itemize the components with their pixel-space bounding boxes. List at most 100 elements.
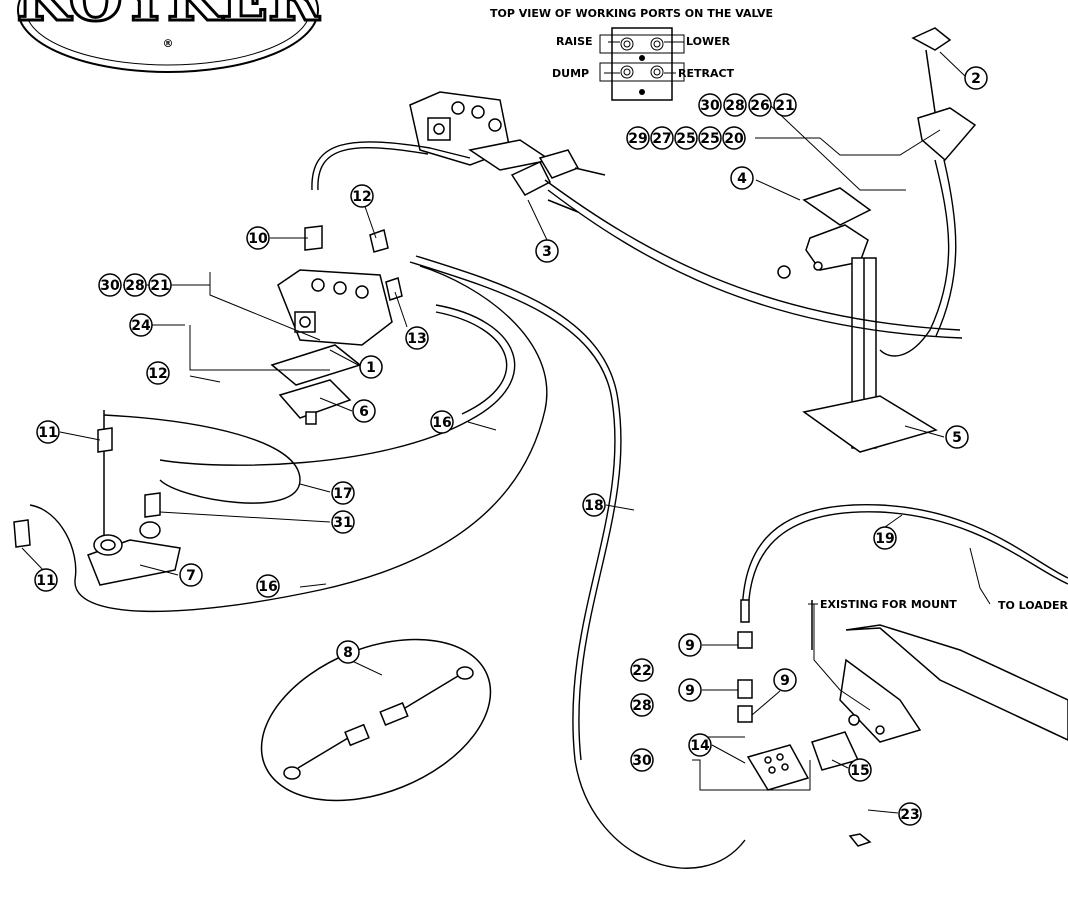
svg-text:11: 11	[36, 573, 55, 589]
callout-9: 9	[678, 633, 702, 657]
logo-text: KOYKER	[16, 0, 320, 35]
callout-30: 30	[698, 93, 722, 117]
callout-9: 9	[678, 678, 702, 702]
decal-assembly	[260, 638, 492, 802]
svg-text:28: 28	[725, 98, 744, 114]
callout-12: 12	[146, 361, 170, 385]
svg-text:1: 1	[366, 360, 376, 376]
callout-20: 20	[722, 126, 746, 150]
callout-25: 25	[674, 126, 698, 150]
svg-text:14: 14	[690, 738, 710, 754]
callout-13: 13	[405, 326, 429, 350]
logo-registered: ®	[163, 37, 174, 50]
callout-5: 5	[945, 425, 969, 449]
callout-4: 4	[730, 166, 754, 190]
callout-10: 10	[246, 226, 270, 250]
callout-16: 16	[430, 410, 454, 434]
svg-text:3: 3	[542, 244, 552, 260]
label-lower: LOWER	[686, 35, 731, 48]
svg-text:8: 8	[343, 645, 353, 661]
label-raise: RAISE	[556, 35, 593, 48]
left-valve-assembly	[270, 225, 403, 425]
svg-text:29: 29	[628, 131, 647, 147]
svg-text:9: 9	[685, 638, 695, 654]
svg-text:23: 23	[900, 807, 919, 823]
callout-16: 16	[256, 574, 280, 598]
callout-3: 3	[535, 239, 559, 263]
lower-right-assembly	[737, 599, 1068, 847]
callout-12: 12	[350, 184, 374, 208]
svg-text:13: 13	[407, 331, 426, 347]
svg-text:25: 25	[700, 131, 719, 147]
callout-23: 23	[898, 802, 922, 826]
callouts: 2 30 28 26 21 29 27 25 25 20 4 3 12 10 3…	[34, 66, 988, 826]
svg-text:22: 22	[632, 663, 651, 679]
svg-text:28: 28	[632, 698, 651, 714]
svg-text:30: 30	[632, 753, 652, 769]
svg-text:6: 6	[359, 404, 369, 420]
svg-text:27: 27	[652, 131, 671, 147]
callout-21: 21	[148, 273, 172, 297]
svg-text:15: 15	[850, 763, 869, 779]
callout-7: 7	[179, 563, 203, 587]
callout-15: 15	[848, 758, 872, 782]
valve-top-view: TOP VIEW OF WORKING PORTS ON THE VALVE R…	[490, 7, 773, 101]
callout-11: 11	[34, 568, 58, 592]
callout-11: 11	[36, 420, 60, 444]
upper-valve-assembly	[409, 91, 606, 213]
svg-text:2: 2	[971, 71, 981, 87]
svg-text:20: 20	[724, 131, 744, 147]
svg-text:18: 18	[584, 498, 603, 514]
svg-text:11: 11	[38, 425, 57, 441]
svg-text:17: 17	[333, 486, 352, 502]
callout-2: 2	[964, 66, 988, 90]
svg-text:21: 21	[150, 278, 169, 294]
callout-18: 18	[582, 493, 606, 517]
svg-text:9: 9	[685, 683, 695, 699]
callout-8: 8	[336, 640, 360, 664]
svg-text:26: 26	[750, 98, 769, 114]
svg-text:12: 12	[352, 189, 371, 205]
koyker-logo: KOYKER ®	[15, 0, 322, 73]
callout-21: 21	[773, 93, 797, 117]
callout-29: 29	[626, 126, 650, 150]
svg-text:30: 30	[100, 278, 120, 294]
label-retract: RETRACT	[678, 67, 735, 80]
callout-14: 14	[688, 733, 712, 757]
callout-28: 28	[630, 693, 654, 717]
svg-text:5: 5	[952, 430, 962, 446]
callout-28: 28	[123, 273, 147, 297]
svg-text:7: 7	[186, 568, 196, 584]
callout-25: 25	[698, 126, 722, 150]
svg-text:28: 28	[125, 278, 144, 294]
svg-text:24: 24	[131, 318, 151, 334]
svg-text:16: 16	[258, 579, 277, 595]
callout-26: 26	[748, 93, 772, 117]
svg-text:30: 30	[700, 98, 720, 114]
callout-30: 30	[98, 273, 122, 297]
callout-1: 1	[359, 355, 383, 379]
callout-6: 6	[352, 399, 376, 423]
svg-text:16: 16	[432, 415, 451, 431]
svg-text:19: 19	[875, 531, 894, 547]
note-to-loader: TO LOADER	[998, 599, 1068, 612]
lower-left-mount	[13, 410, 181, 586]
svg-text:21: 21	[775, 98, 794, 114]
label-dump: DUMP	[552, 67, 589, 80]
callout-31: 31	[331, 510, 355, 534]
svg-text:25: 25	[676, 131, 695, 147]
callout-22: 22	[630, 658, 654, 682]
svg-text:10: 10	[248, 231, 268, 247]
callout-17: 17	[331, 481, 355, 505]
control-stand	[777, 27, 977, 453]
callout-9: 9	[773, 668, 797, 692]
hoses	[29, 141, 1068, 869]
note-existing-mount: EXISTING FOR MOUNT	[820, 598, 957, 611]
svg-text:12: 12	[148, 366, 167, 382]
callout-19: 19	[873, 526, 897, 550]
callout-30: 30	[630, 748, 654, 772]
callout-28: 28	[723, 93, 747, 117]
svg-text:9: 9	[780, 673, 790, 689]
svg-text:31: 31	[333, 515, 352, 531]
